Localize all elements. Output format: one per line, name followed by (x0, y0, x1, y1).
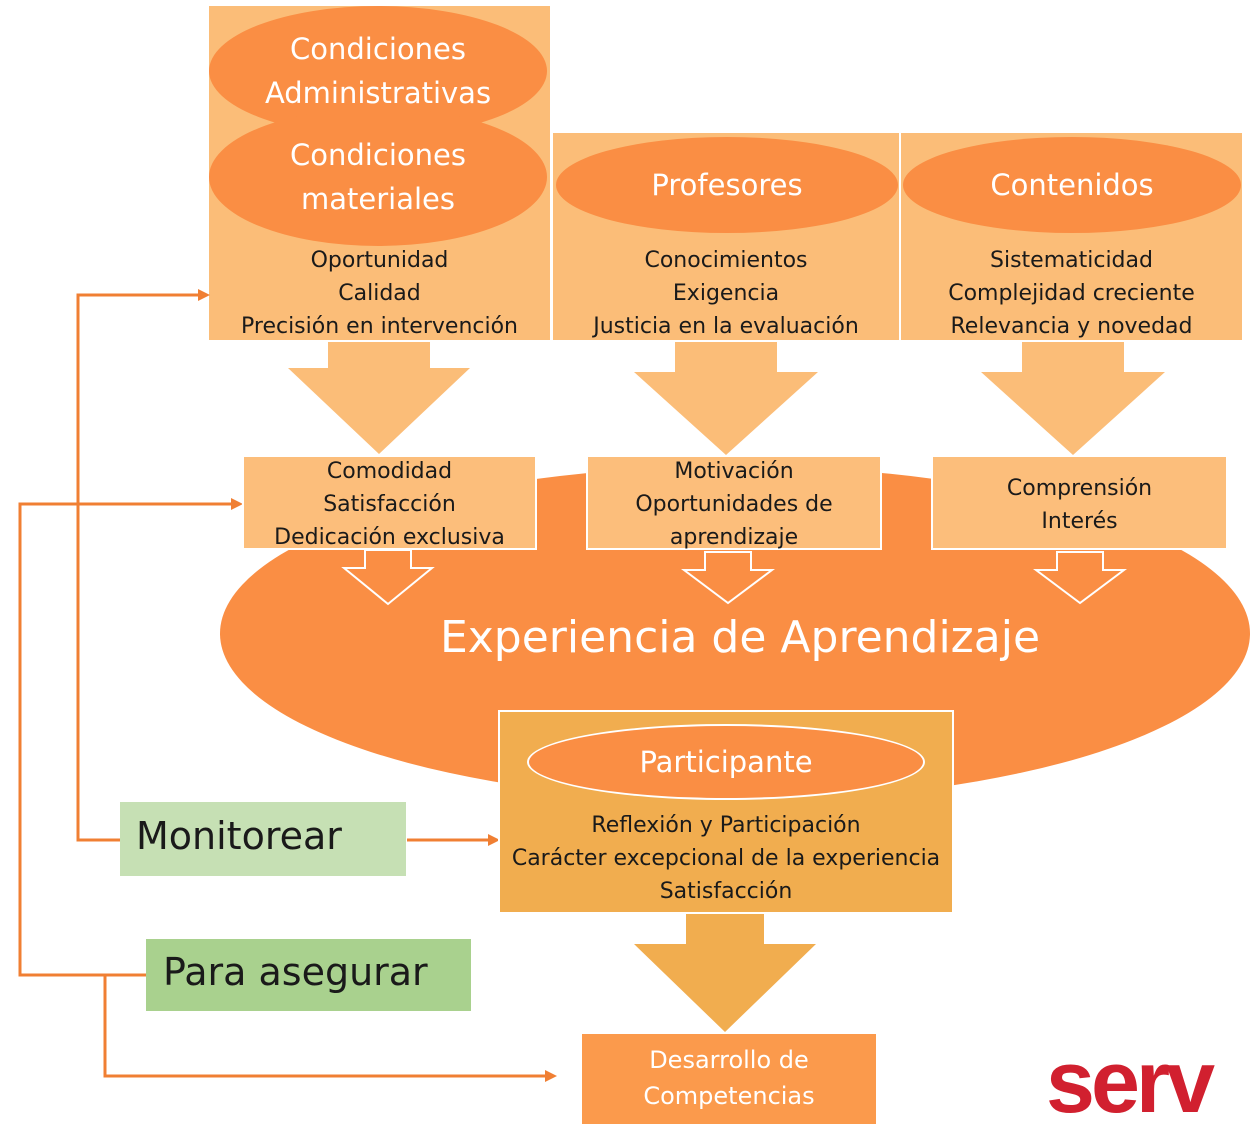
result-box (582, 1034, 876, 1124)
down-arrow (288, 342, 470, 454)
outcome-box-1 (242, 455, 537, 550)
connector-arrowhead (198, 289, 210, 301)
participant-title: Participante (639, 745, 813, 779)
header-contenidos: Contenidos (990, 168, 1154, 202)
column-1-items: Oportunidad Calidad Precisión en interve… (207, 244, 552, 343)
outcome: Comodidad (326, 459, 453, 484)
outcome: Dedicación exclusiva (274, 525, 505, 550)
participant-items: Reflexión y Participación Carácter excep… (498, 809, 954, 908)
connector-arrowhead (545, 1070, 557, 1082)
result-text: Desarrollo de Competencias (582, 1042, 876, 1114)
result-line: Competencias (643, 1082, 815, 1110)
item: Relevancia y novedad (950, 314, 1193, 339)
outcome-box-2-text: Motivación Oportunidades de aprendizaje (586, 455, 882, 554)
logo-serv: serv (1046, 1032, 1215, 1131)
outcome: Motivación (674, 459, 794, 484)
header-materiales-2: materiales (300, 182, 455, 216)
monitor-label: Monitorear (136, 814, 342, 858)
participant-item: Reflexión y Participación (591, 813, 861, 838)
small-down-arrow (1033, 551, 1127, 605)
connector-arrowhead (488, 834, 500, 846)
item: Complejidad creciente (948, 281, 1195, 306)
participant-item: Satisfacción (659, 879, 793, 904)
outcome: Comprensión (1006, 476, 1153, 501)
header-materiales-1: Condiciones (290, 138, 466, 172)
down-arrow (981, 342, 1165, 455)
small-down-arrow (341, 549, 435, 606)
down-arrow (634, 913, 816, 1032)
item: Oportunidad (310, 248, 449, 273)
outcome: aprendizaje (669, 525, 799, 550)
header-profesores: Profesores (651, 168, 803, 202)
outcome-box-3 (931, 455, 1228, 550)
assure-label: Para asegurar (163, 950, 428, 994)
item: Precisión en intervención (241, 314, 518, 339)
participant-oval: Participante (527, 724, 925, 800)
result-line: Desarrollo de (649, 1046, 809, 1074)
small-down-arrow (681, 551, 775, 605)
down-arrow (634, 342, 818, 455)
header-administrativas-1: Condiciones (290, 32, 466, 66)
participant-item: Carácter excepcional de la experiencia (511, 846, 941, 871)
item: Sistematicidad (990, 248, 1153, 273)
header-oval-materiales: Condiciones materiales (209, 108, 547, 246)
column-3-items: Sistematicidad Complejidad creciente Rel… (899, 244, 1244, 343)
header-administrativas-2: Administrativas (264, 76, 492, 110)
item: Calidad (338, 281, 421, 306)
monitor-label-box (120, 802, 406, 876)
outcome-box-2 (586, 455, 882, 550)
header-oval-profesores: Profesores (556, 137, 898, 233)
item: Conocimientos (644, 248, 808, 273)
outcome-box-1-text: Comodidad Satisfacción Dedicación exclus… (242, 455, 537, 554)
experience-title: Experiencia de Aprendizaje (439, 612, 1041, 663)
outcome: Interés (1041, 509, 1118, 534)
item: Exigencia (672, 281, 780, 306)
outcome: Oportunidades de (635, 492, 833, 517)
header-oval-contenidos: Contenidos (903, 137, 1241, 233)
connector-arrowhead (231, 498, 243, 510)
column-2-items: Conocimientos Exigencia Justicia en la e… (551, 244, 901, 343)
outcome-box-3-text: Comprensión Interés (931, 472, 1228, 538)
assure-label-box (146, 939, 471, 1011)
item: Justicia en la evaluación (593, 314, 859, 339)
outcome: Satisfacción (323, 492, 456, 517)
